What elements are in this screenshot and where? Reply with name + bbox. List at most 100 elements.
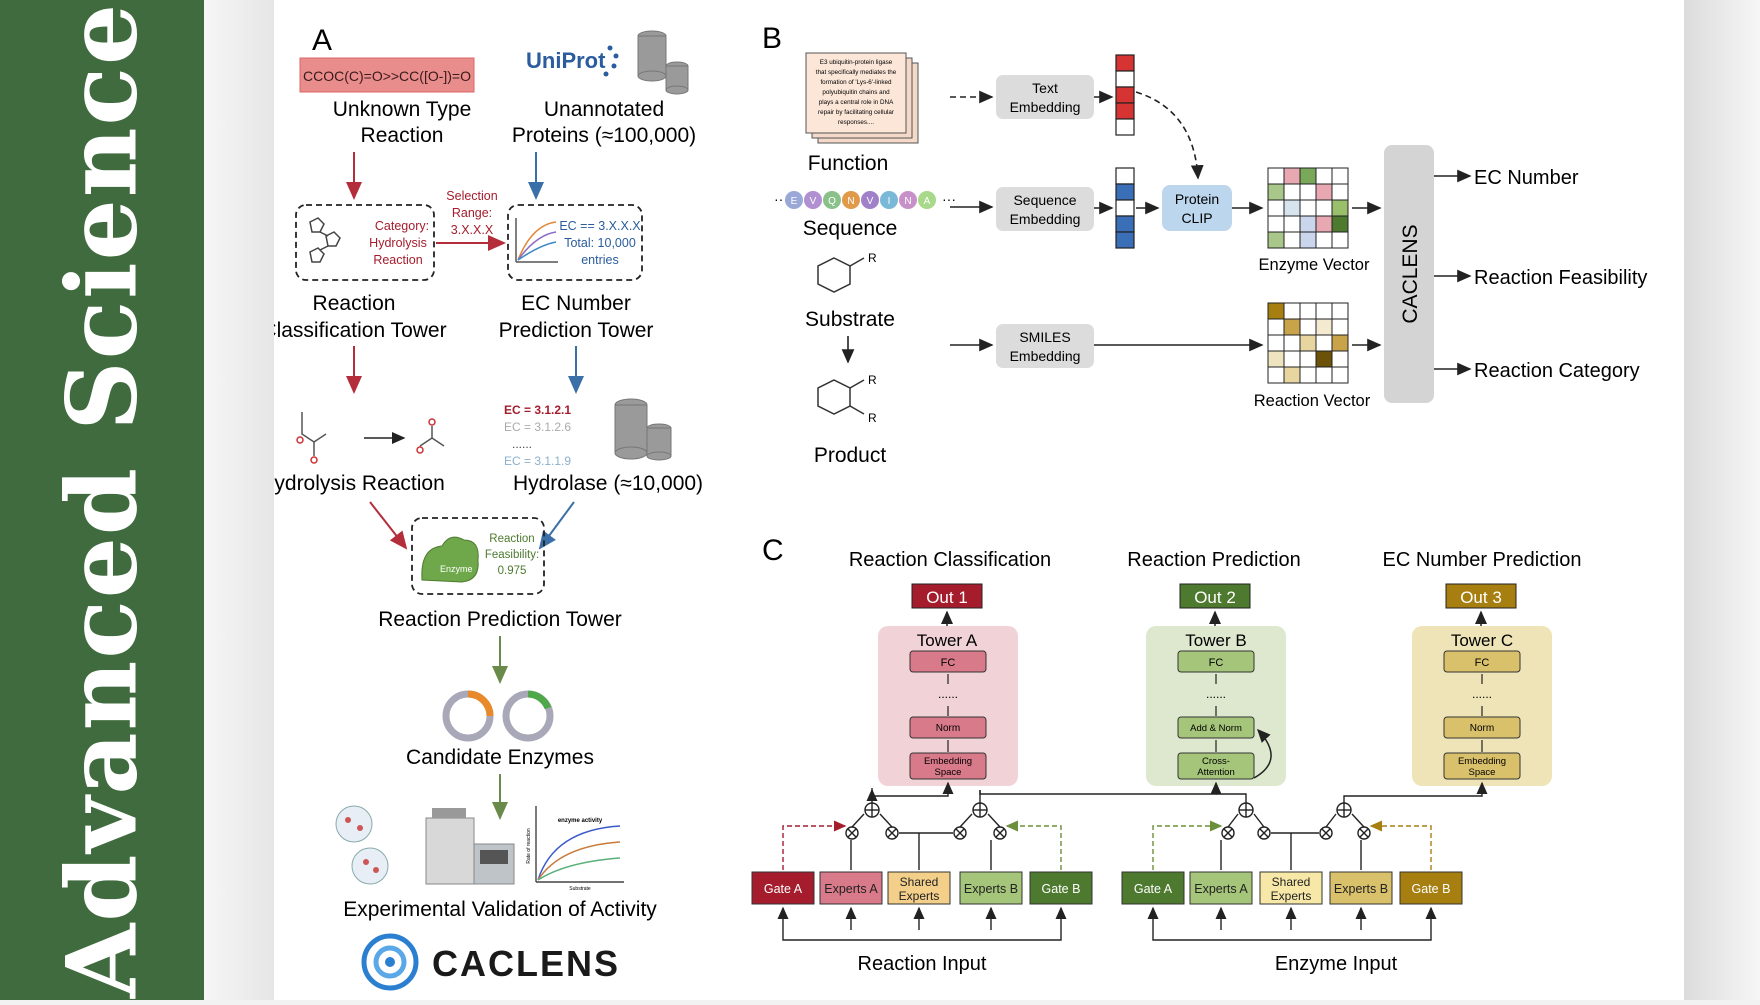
reaction-gate-box-4 [1029, 871, 1093, 905]
reaction-vector-cell [1331, 334, 1349, 352]
tower-c-norm-label: Norm [1470, 723, 1494, 734]
enzyme-vector-cell [1283, 167, 1301, 185]
unannotated-line1: Unannotated [544, 98, 664, 121]
enzyme-vector-cell [1331, 183, 1349, 201]
seq-emb-line1: Sequence [1013, 192, 1076, 208]
enzyme-vector-grid [1267, 167, 1349, 249]
output-reaction-category: Reaction Category [1474, 360, 1640, 382]
enzyme-vector-cell [1283, 215, 1301, 233]
tower-b-fc [1177, 650, 1255, 673]
tower-b-cross-attention [1177, 752, 1255, 780]
tower-c-label: Tower C [1451, 631, 1513, 650]
reaction-gate-label-0: Gate A [764, 882, 803, 896]
tower-c-norm [1443, 716, 1521, 739]
category-line1: Category: [375, 219, 429, 233]
smiles-embedding-box [996, 324, 1094, 368]
page-shadow-left [204, 0, 274, 1000]
activity-chart-xlabel: Substrate [569, 886, 591, 892]
tower-b-addnorm-label: Add & Norm [1190, 723, 1242, 734]
enzyme-vector-cell [1315, 231, 1333, 249]
arrow-a6 [538, 501, 575, 550]
candidate-enzymes-icon [442, 690, 554, 742]
caclens-block-label: CACLENS [1399, 224, 1422, 323]
page-shadow-right [1684, 0, 1760, 1000]
enzyme-vector-cell [1299, 199, 1317, 217]
activity-chart-ylabel: Rate of reaction [526, 828, 532, 864]
category-line3: Reaction [373, 253, 422, 267]
enzyme-gate-label-0: Gate A [1134, 882, 1173, 896]
caclens-brand: CACLENS [432, 943, 620, 984]
output-ec-number: EC Number [1474, 167, 1579, 189]
enzyme-gate-label-2: Shared [1272, 875, 1311, 889]
reaction-gate-label-1: Experts A [824, 882, 878, 896]
unknown-reaction-line2: Reaction [361, 124, 444, 147]
doc-line-5: plays a central role in DNA [819, 99, 894, 106]
reaction-vector-cell [1299, 302, 1317, 320]
reaction-gate-box-1 [819, 871, 883, 905]
smiles-emb-line1: SMILES [1019, 329, 1070, 345]
enzyme-gate-label-1: Experts A [1194, 882, 1248, 896]
reaction-vector-cell [1315, 366, 1333, 384]
enzyme-vector-cell [1283, 199, 1301, 217]
instrument-icon [425, 808, 515, 885]
enzyme-vector-cell [1315, 167, 1333, 185]
reaction-vector-cell [1315, 318, 1333, 336]
reaction-gate-box-2 [887, 871, 951, 905]
product-ring-icon [817, 379, 865, 415]
panel-a-letter: A [312, 24, 332, 57]
hydrolysis-molecule-icon [296, 412, 445, 464]
selection-line1: Selection [446, 189, 497, 203]
seq-emb-line2: Embedding [1010, 211, 1081, 227]
reaction-gate-label-2: Experts [899, 889, 940, 903]
reaction-vector-cell [1299, 334, 1317, 352]
function-doc-text: E3 ubiquitin-protein ligase that specifi… [816, 59, 897, 126]
svg-text:E: E [791, 196, 798, 207]
tower-b-addnorm [1177, 716, 1255, 739]
panel-c-letter: C [762, 534, 784, 567]
smiles-text: CCOC(C)=O>>CC([O-])=O [303, 68, 471, 84]
substrate-ring-icon [817, 257, 865, 293]
out2-label: Out 2 [1194, 588, 1236, 607]
enzyme-vector-cell [1315, 183, 1333, 201]
tower-c-embedding [1443, 752, 1521, 780]
hydrolysis-label: Hydrolysis Reaction [274, 472, 445, 495]
feasibility-line3: 0.975 [498, 565, 527, 577]
ec-list-4: EC = 3.1.1.9 [504, 454, 571, 468]
tower-a-emb-line1: Embedding [924, 756, 972, 767]
caclens-block [1384, 145, 1434, 403]
enzyme-vector-cell [1299, 215, 1317, 233]
enzyme-vector-cell [1267, 183, 1285, 201]
svg-text:I: I [888, 196, 891, 207]
ec-box-line1: EC == 3.X.X.X [559, 219, 641, 233]
reaction-vector-cell [1283, 334, 1301, 352]
enzyme-input-label: Enzyme Input [1275, 953, 1398, 975]
unknown-reaction-line1: Unknown Type [333, 98, 472, 121]
doc-line-7: responses.... [838, 119, 874, 126]
reaction-vector-cell [1331, 302, 1349, 320]
enzyme-gate-label-3: Experts B [1334, 882, 1388, 896]
enzyme-gate-label-2: Experts [1271, 889, 1312, 903]
enzyme-gate-box-0 [1121, 871, 1185, 905]
tower-b-residual [1253, 728, 1272, 779]
enzyme-vector-cell [1267, 199, 1285, 217]
enzyme-vector-cell [1299, 231, 1317, 249]
reaction-vector-cell [1315, 302, 1333, 320]
caclens-logo-icon [361, 933, 419, 991]
reaction-gate-box-0 [751, 871, 815, 905]
doc-line-2: that specifically mediates the [816, 69, 897, 76]
svg-text:V: V [867, 196, 874, 207]
tower-b-dots: ...... [1206, 687, 1226, 701]
reaction-gate-box-3 [959, 871, 1023, 905]
sequence-embedding-box [996, 187, 1094, 231]
journal-title: Advanced Science [45, 1, 159, 999]
reaction-vector-grid [1267, 302, 1349, 384]
enzyme-gate-label-4: Gate B [1412, 882, 1451, 896]
enzyme-vector-label: Enzyme Vector [1259, 256, 1370, 274]
reaction-input-label: Reaction Input [858, 953, 987, 975]
arrow-text-clip [1135, 91, 1204, 180]
feasibility-box [411, 517, 545, 595]
tower-b-label: Tower B [1185, 631, 1246, 650]
reaction-vector-cell [1299, 366, 1317, 384]
